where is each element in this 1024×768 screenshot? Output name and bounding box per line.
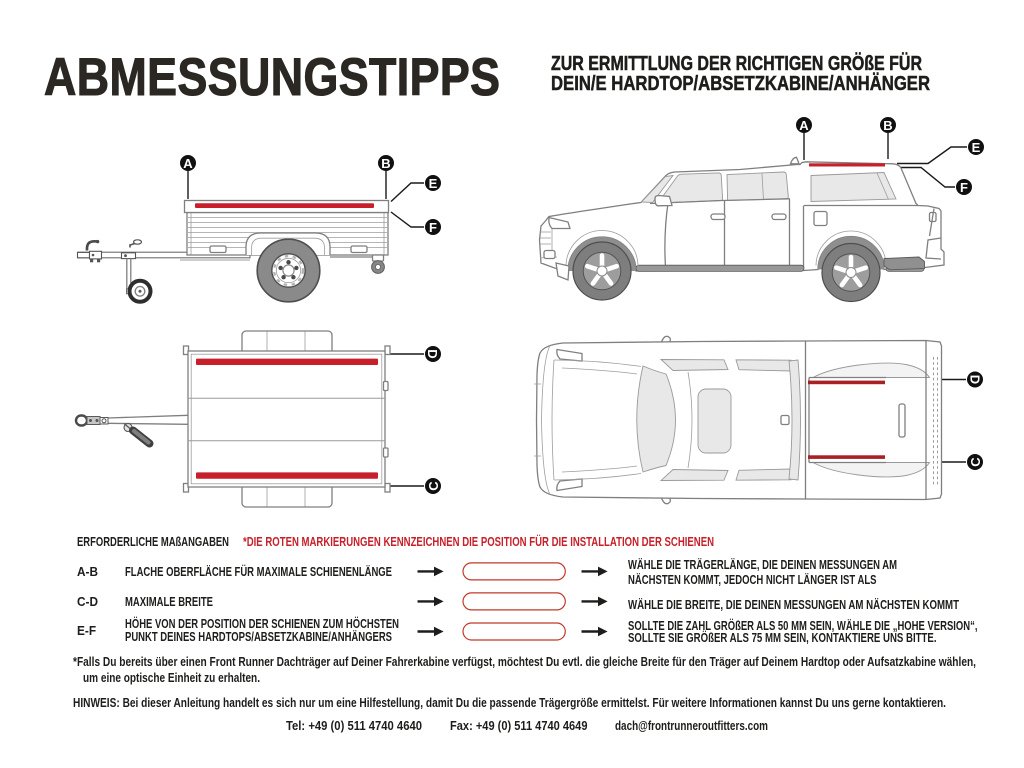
svg-text:A: A (799, 118, 809, 133)
svg-text:B: B (381, 156, 390, 171)
svg-text:F: F (960, 180, 968, 195)
svg-text:C: C (426, 481, 441, 491)
svg-text:A: A (183, 156, 193, 171)
svg-text:E: E (429, 176, 438, 191)
svg-text:F: F (429, 220, 437, 235)
svg-text:B: B (883, 118, 892, 133)
svg-text:D: D (425, 349, 440, 358)
svg-text:D: D (967, 375, 982, 384)
svg-text:C: C (968, 457, 983, 467)
svg-text:E: E (972, 140, 981, 155)
